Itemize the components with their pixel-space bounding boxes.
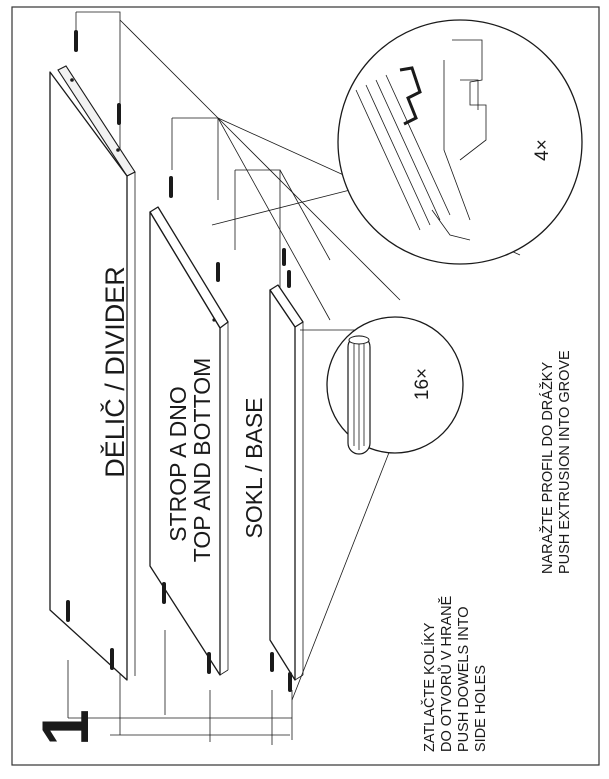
extrusion-instruction-line-2: PUSH EXTRUSION INTO GROVE bbox=[557, 350, 573, 574]
dowel-instruction-line-1: ZATLAČTE KOLÍKY bbox=[421, 622, 438, 752]
dowel-instruction-line-4: SIDE HOLES bbox=[473, 665, 489, 752]
dowel-3 bbox=[169, 176, 173, 198]
dowel-instruction-line-2: DO OTVORŮ V HRANĚ bbox=[437, 595, 455, 752]
extrusion-detail-circle: 4× bbox=[337, 19, 583, 265]
dowel-pins bbox=[66, 30, 292, 692]
top-bottom-panel bbox=[149, 206, 229, 676]
dowel-12 bbox=[288, 672, 292, 692]
dowel-instructions: ZATLAČTE KOLÍKY DO OTVORŮ V HRANĚ PUSH D… bbox=[421, 595, 489, 752]
dowel-8 bbox=[110, 648, 114, 670]
extrusion-instructions: NARAŽTE PROFIL DO DRÁŽKY PUSH EXTRUSION … bbox=[539, 350, 573, 574]
page-frame bbox=[11, 6, 600, 766]
dowel-10 bbox=[207, 652, 211, 674]
top-bottom-label-en: TOP AND BOTTOM bbox=[189, 358, 215, 562]
dowel-instruction-line-3: PUSH DOWELS INTO bbox=[456, 606, 472, 752]
divider-panel bbox=[49, 65, 136, 681]
dowel-closeup-icon bbox=[347, 335, 371, 455]
dowel-detail-circle: 16× bbox=[326, 316, 464, 455]
step-number: 1 bbox=[28, 709, 102, 746]
dowel-11 bbox=[270, 652, 274, 672]
dowel-6 bbox=[287, 270, 291, 288]
dowel-2 bbox=[117, 103, 121, 125]
dowel-9 bbox=[162, 582, 166, 604]
dowel-7 bbox=[66, 600, 70, 622]
dowel-1 bbox=[74, 30, 78, 52]
top-bottom-label-cz: STROP A DNO bbox=[165, 386, 191, 542]
dowel-4 bbox=[216, 262, 220, 282]
dowel-count: 16× bbox=[412, 368, 433, 400]
base-panel bbox=[269, 284, 304, 681]
extrusion-instruction-line-1: NARAŽTE PROFIL DO DRÁŽKY bbox=[539, 362, 556, 574]
dowel-5 bbox=[282, 248, 286, 266]
base-label: SOKL / BASE bbox=[241, 397, 267, 538]
guide-lines bbox=[67, 11, 521, 745]
divider-label: DĚLIČ / DIVIDER bbox=[99, 266, 130, 478]
extrusion-count: 4× bbox=[532, 139, 553, 161]
